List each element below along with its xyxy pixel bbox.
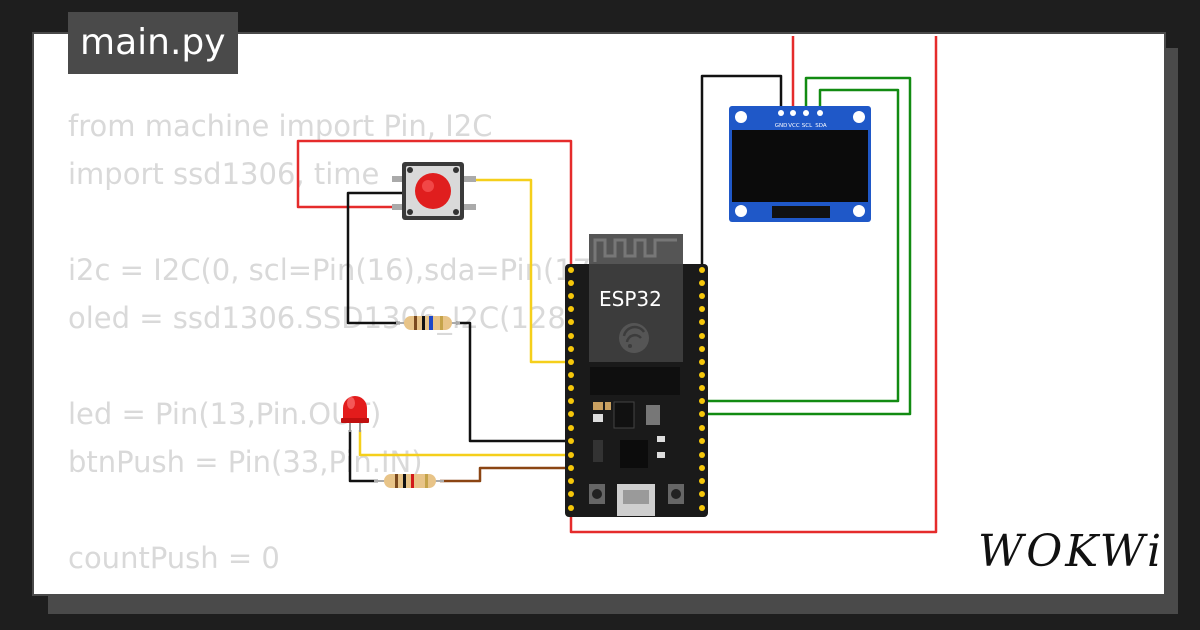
button-cap[interactable]	[415, 173, 451, 209]
esp32-right-pins	[699, 267, 705, 511]
push-button[interactable]	[392, 162, 476, 220]
esp32-label: ESP32	[599, 287, 662, 311]
wire-yellow-led	[358, 430, 571, 457]
wire-brown-resistor	[440, 466, 571, 483]
wire-yellow-button	[466, 178, 571, 364]
red-led[interactable]	[341, 396, 369, 432]
wire-red-5v	[569, 36, 938, 534]
code-line: btnPush = Pin(33,Pin.IN)	[68, 445, 423, 479]
code-line: import ssd1306, time	[68, 157, 380, 191]
code-line: i2c = I2C(0, scl=Pin(16),sda=Pin(17))	[68, 253, 614, 287]
oled-display[interactable]: GND VCC SCL SDA	[729, 106, 871, 222]
wire-green-scl	[702, 76, 912, 416]
code-preview: from machine import Pin, I2C import ssd13…	[68, 102, 614, 582]
oled-pin-label: SCL	[802, 123, 813, 129]
wire-black-led	[348, 430, 378, 483]
wire-green-sda	[702, 88, 900, 403]
code-line: countPush = 0	[68, 541, 280, 575]
file-tab[interactable]: main.py	[68, 12, 238, 74]
wire-black-gnd	[456, 321, 571, 443]
wire-black-oled-gnd	[700, 74, 783, 270]
oled-pin-label: GND	[775, 123, 788, 129]
oled-pin-label: VCC	[788, 123, 800, 129]
wire-black-button	[346, 191, 404, 325]
code-line: from machine import Pin, I2C	[68, 109, 493, 143]
esp32-board[interactable]: ESP32	[565, 234, 708, 517]
code-line: oled = ssd1306.SSD1306_I2C(128,	[68, 301, 576, 335]
resistor-led[interactable]	[374, 474, 444, 488]
oled-pin-label: SDA	[815, 123, 827, 129]
wire-red-button	[296, 139, 573, 270]
esp32-left-pins	[568, 267, 574, 511]
wokwi-logo: WOKWi	[978, 526, 1165, 577]
oled-screen	[732, 130, 868, 202]
resistor-button[interactable]	[396, 316, 460, 330]
